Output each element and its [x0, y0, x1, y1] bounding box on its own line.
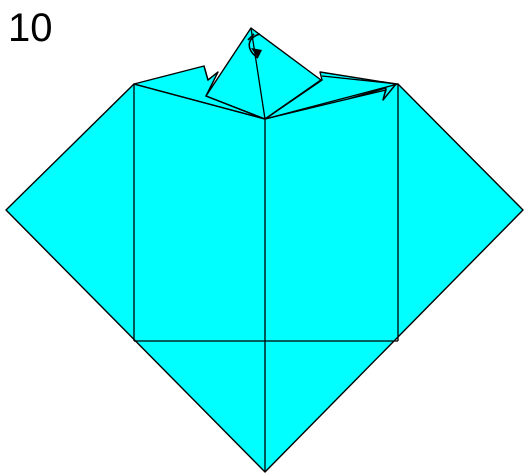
top-right-edge [321, 75, 399, 85]
left-tab [203, 65, 219, 82]
point-edge-left [205, 95, 266, 120]
fold-arrow-icon [247, 33, 262, 59]
right-tab [347, 89, 387, 101]
flap-edge-left [133, 83, 266, 120]
point-center-crease [250, 27, 266, 120]
step-number: 10 [8, 6, 53, 50]
flap-edge-right [264, 83, 399, 120]
crease-lines [133, 27, 399, 472]
point-edge-right [264, 79, 322, 120]
